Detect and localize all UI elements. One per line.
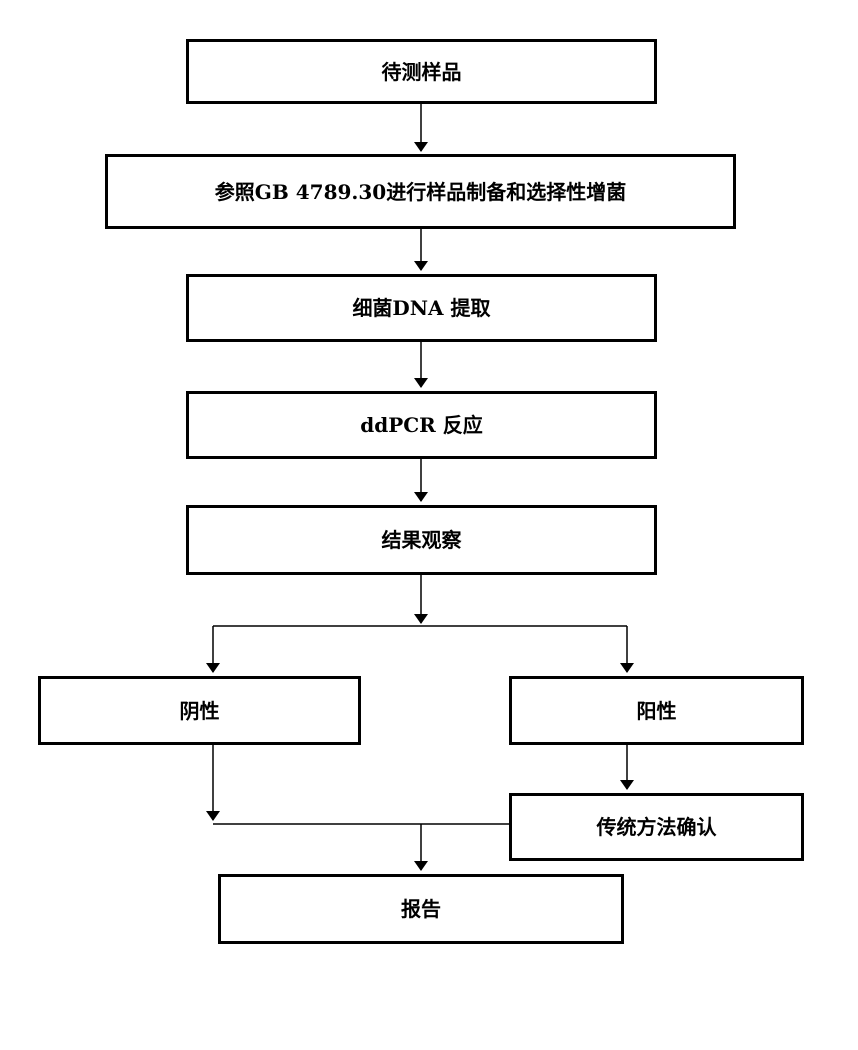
node-result-observation: 结果观察 [186, 505, 657, 575]
node-traditional-confirmation-label: 传统方法确认 [596, 815, 717, 839]
node-ddpcr-reaction: ddPCR 反应 [186, 391, 657, 459]
node-dna-extraction-label: 细菌DNA 提取 [352, 296, 491, 320]
node-ddpcr-reaction-label: ddPCR 反应 [360, 413, 483, 437]
node-traditional-confirmation: 传统方法确认 [509, 793, 804, 861]
node-sample-preparation-label: 参照GB 4789.30进行样品制备和选择性增菌 [214, 179, 627, 204]
node-report: 报告 [218, 874, 624, 944]
node-sample: 待测样品 [186, 39, 657, 104]
node-report-label: 报告 [401, 897, 441, 921]
node-dna-extraction: 细菌DNA 提取 [186, 274, 657, 342]
node-sample-preparation: 参照GB 4789.30进行样品制备和选择性增菌 [105, 154, 736, 229]
node-negative-label: 阴性 [179, 698, 220, 723]
node-negative: 阴性 [38, 676, 361, 745]
node-sample-label: 待测样品 [381, 59, 462, 84]
node-positive: 阳性 [509, 676, 804, 745]
node-result-observation-label: 结果观察 [381, 528, 462, 552]
node-positive-label: 阳性 [636, 698, 677, 723]
